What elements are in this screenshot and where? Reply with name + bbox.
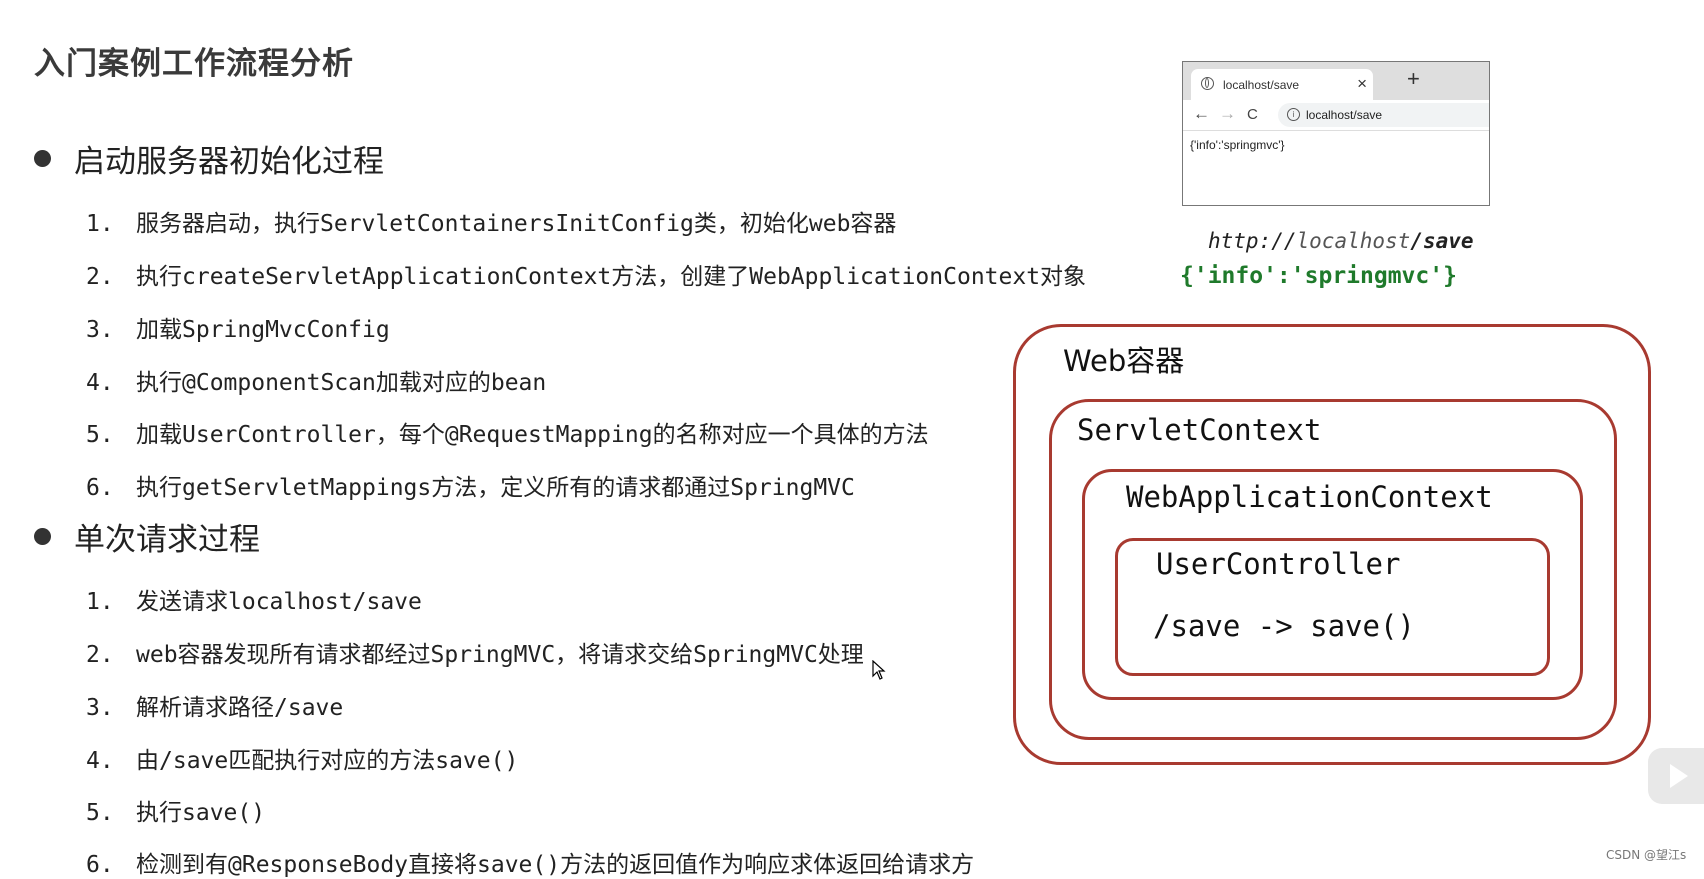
address-bar[interactable]: i localhost/save: [1278, 103, 1489, 127]
play-icon[interactable]: [1648, 748, 1704, 804]
bullet-icon: [34, 150, 51, 167]
list-item: 2.执行createServletApplicationContext方法，创建…: [86, 264, 1087, 290]
bullet-icon: [34, 528, 51, 545]
list-item: 6.执行getServletMappings方法，定义所有的请求都通过Sprin…: [86, 475, 855, 501]
web-container-label: Web容器: [1063, 344, 1185, 378]
watermark: CSDN @望江s: [1606, 848, 1687, 862]
url-host: localhost: [1296, 229, 1411, 253]
browser-content: {'info':'springmvc'}: [1190, 138, 1285, 152]
mouse-cursor-icon: [872, 660, 886, 680]
close-icon[interactable]: ×: [1357, 74, 1367, 93]
request-mapping-label: /save -> save(): [1153, 609, 1415, 643]
request-url: http://localhost/save: [1208, 229, 1474, 253]
list-item: 3.加载SpringMvcConfig: [86, 317, 390, 343]
list-item: 3.解析请求路径/save: [86, 695, 344, 721]
list-item: 1.服务器启动，执行ServletContainersInitConfig类，初…: [86, 211, 897, 237]
list-item: 6.检测到有@ResponseBody直接将save()方法的返回值作为响应求体…: [86, 852, 975, 878]
forward-icon[interactable]: →: [1219, 104, 1236, 123]
globe-icon: [1201, 77, 1214, 90]
list-item: 2.web容器发现所有请求都经过SpringMVC，将请求交给SpringMVC…: [86, 642, 864, 668]
section-heading: 启动服务器初始化过程: [74, 144, 384, 180]
response-body: {'info':'springmvc'}: [1180, 263, 1457, 289]
tab-title: localhost/save: [1223, 78, 1300, 92]
list-item: 4.执行@ComponentScan加载对应的bean: [86, 370, 547, 396]
browser-nav-bar: ← → C i localhost/save: [1183, 100, 1489, 131]
section-heading: 单次请求过程: [74, 522, 260, 558]
web-app-context-label: WebApplicationContext: [1126, 480, 1493, 514]
web-app-context-box: [1082, 469, 1583, 700]
address-text: localhost/save: [1306, 108, 1383, 122]
list-item: 4.由/save匹配执行对应的方法save(): [86, 748, 519, 774]
back-icon[interactable]: ←: [1193, 104, 1210, 123]
url-scheme: http://: [1208, 229, 1297, 253]
list-item: 5.执行save(): [86, 800, 266, 826]
reload-icon[interactable]: C: [1247, 106, 1258, 123]
list-item: 5.加载UserController，每个@RequestMapping的名称对…: [86, 422, 929, 448]
url-path: /save: [1410, 229, 1474, 253]
servlet-context-box: [1049, 399, 1617, 740]
web-container-box: [1013, 324, 1651, 765]
new-tab-icon[interactable]: +: [1407, 66, 1420, 91]
user-controller-box: [1115, 538, 1550, 676]
user-controller-label: UserController: [1156, 547, 1401, 581]
servlet-context-label: ServletContext: [1077, 413, 1322, 447]
browser-mockup: localhost/save × + ← → C i localhost/sav…: [1182, 61, 1490, 206]
page-title: 入门案例工作流程分析: [34, 46, 354, 82]
info-icon: i: [1287, 108, 1300, 121]
browser-tab-bar: localhost/save × +: [1183, 62, 1489, 100]
browser-tab[interactable]: localhost/save ×: [1191, 69, 1373, 100]
list-item: 1.发送请求localhost/save: [86, 589, 422, 615]
